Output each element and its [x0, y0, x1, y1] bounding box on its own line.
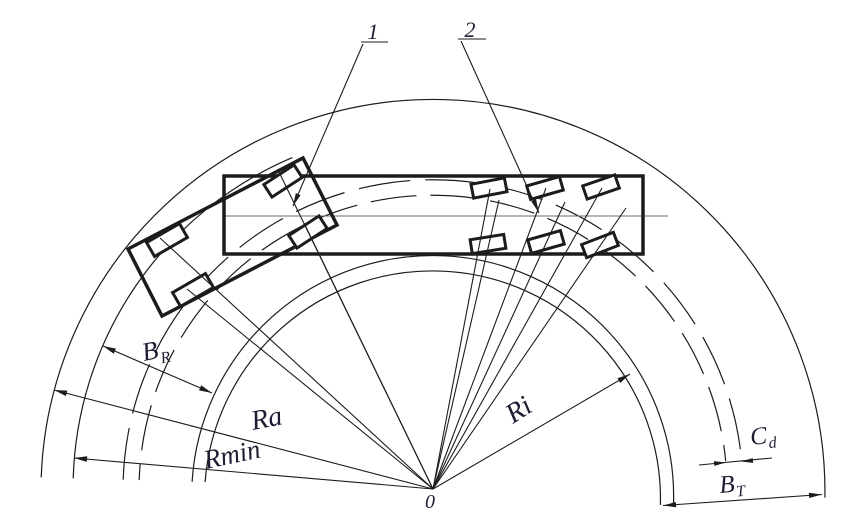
road-width-label: BT — [718, 470, 747, 502]
trailer-axle1-inner-wheel — [468, 232, 508, 256]
rmin-radius-line — [73, 457, 434, 490]
trailer-axle1-outer-wheel — [469, 176, 509, 200]
tractor-rear-outer-wheel — [144, 221, 190, 259]
vehicle — [125, 155, 668, 319]
rmin-arrowhead — [74, 456, 88, 462]
trailer-axle3-outer-wheel — [580, 172, 622, 202]
radial-line-tractor-front-inner — [303, 222, 434, 490]
labels: 1 2 BR Ra Rmin Ri Cd BT 0 — [139, 17, 778, 513]
tractor-body — [125, 155, 340, 319]
radial-line-trailer-axle2-outer — [432, 187, 547, 490]
ri-arrowhead — [617, 374, 630, 383]
lane-marking-arc-inner — [138, 194, 727, 481]
cd-left-arrowhead — [713, 461, 726, 466]
radial-line-trailer-axle3-inner — [432, 207, 627, 490]
callout2-label: 2 — [465, 17, 476, 42]
bt-road-width-dimension-line — [662, 493, 823, 507]
callout1-leader-line — [292, 43, 364, 207]
trailer-body — [222, 174, 645, 256]
inner-trajectory-arc — [204, 270, 662, 505]
callout1-arrowhead — [293, 193, 301, 206]
cd-right-arrowhead — [741, 458, 754, 463]
radial-line-trailer-axle2-inner — [432, 201, 566, 490]
corridor-width-label: BR — [139, 333, 172, 371]
lane-marking-arc-outer — [122, 179, 743, 480]
outer-boundary-arc — [40, 98, 826, 498]
radial-line-trailer-axle1-outer — [432, 188, 491, 490]
ri-radius-line — [432, 373, 631, 490]
radial-lines — [159, 171, 627, 490]
radial-line-tractor-rear-outer — [159, 237, 434, 490]
ra-arrowhead — [54, 390, 68, 396]
road-arcs — [40, 98, 826, 506]
min-turn-radius-label: Rmin — [200, 434, 263, 475]
br-inner-arrowhead — [199, 385, 212, 393]
lane-clearance-label: Cd — [749, 421, 779, 454]
radial-line-trailer-axle1-inner — [432, 199, 500, 490]
bt-left-arrowhead — [663, 502, 677, 508]
br-outer-arrowhead — [103, 346, 116, 354]
callout1-label: 1 — [368, 19, 379, 44]
radial-line-tractor-rear-inner — [186, 288, 434, 490]
cd-clearance-dimension-line — [698, 457, 773, 466]
radial-line-trailer-axle3-outer — [432, 187, 603, 490]
callout2-arrowhead — [531, 199, 539, 213]
br-width-dimension-line — [102, 345, 213, 394]
inner-boundary-arc — [191, 255, 675, 506]
ra-radius-line — [53, 389, 434, 490]
dimensions — [53, 38, 823, 508]
callout2-leader-line — [460, 40, 540, 214]
inner-radius-label: Ri — [499, 390, 538, 430]
outer-radius-label: Ra — [247, 401, 284, 438]
turn-center-label: 0 — [425, 491, 435, 513]
min-radius-trajectory-arc — [72, 157, 293, 479]
bt-right-arrowhead — [808, 492, 822, 498]
trailer-axle2-outer-wheel — [524, 174, 566, 202]
